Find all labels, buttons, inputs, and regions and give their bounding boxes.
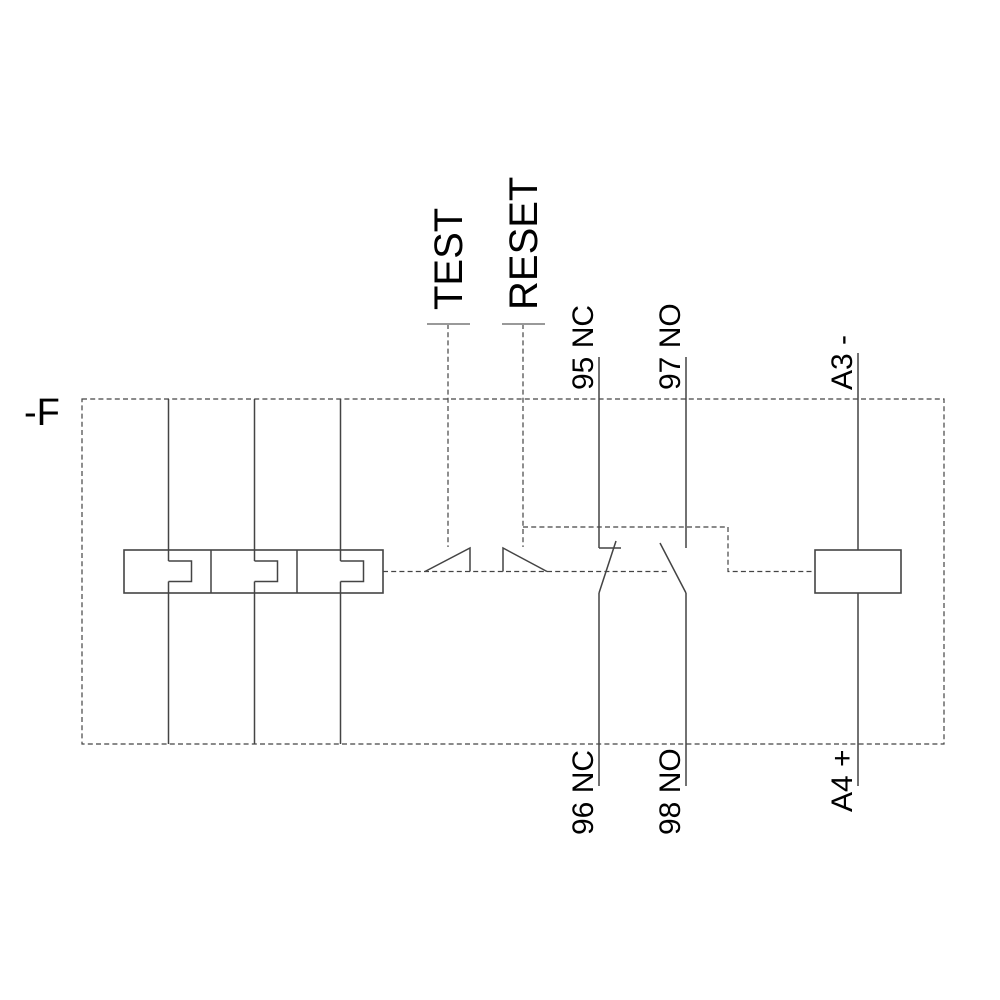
phase-2-heater-hook — [254, 560, 279, 583]
device-boundary-dashed-frame — [81, 398, 945, 745]
reset-label: RESET — [502, 177, 546, 310]
terminal-95-label: 95 NC — [567, 305, 600, 390]
thermal-element-box — [123, 549, 384, 594]
phase-3-heater-hook — [340, 560, 365, 583]
terminal-98-label: 98 NO — [654, 748, 687, 835]
thermal-element-dividers — [210, 550, 298, 593]
reset-bypass-linkage-dashed — [523, 526, 815, 573]
no-contact-blade — [659, 542, 687, 594]
nc-contact-95-96 — [598, 357, 621, 786]
test-label: TEST — [427, 208, 471, 310]
terminal-96-label: 96 NC — [567, 750, 600, 835]
reset-actuator-symbol — [502, 546, 548, 573]
terminal-a3-label: A3 - — [826, 335, 859, 390]
test-actuator-symbol — [424, 546, 471, 573]
phase-1-heater-hook — [168, 560, 193, 583]
phase-conductor-3 — [339, 399, 365, 744]
phase-conductor-2 — [253, 399, 279, 744]
nc-contact-blade — [598, 540, 617, 594]
terminal-97-label: 97 NO — [654, 303, 687, 390]
phase-conductor-1 — [167, 399, 193, 744]
release-element-box — [814, 549, 902, 594]
release-element-a3-a4 — [814, 353, 902, 786]
device-designation-label: -F — [24, 392, 60, 434]
no-contact-97-98 — [659, 357, 687, 786]
terminal-a4-label: A4 + — [826, 749, 859, 812]
